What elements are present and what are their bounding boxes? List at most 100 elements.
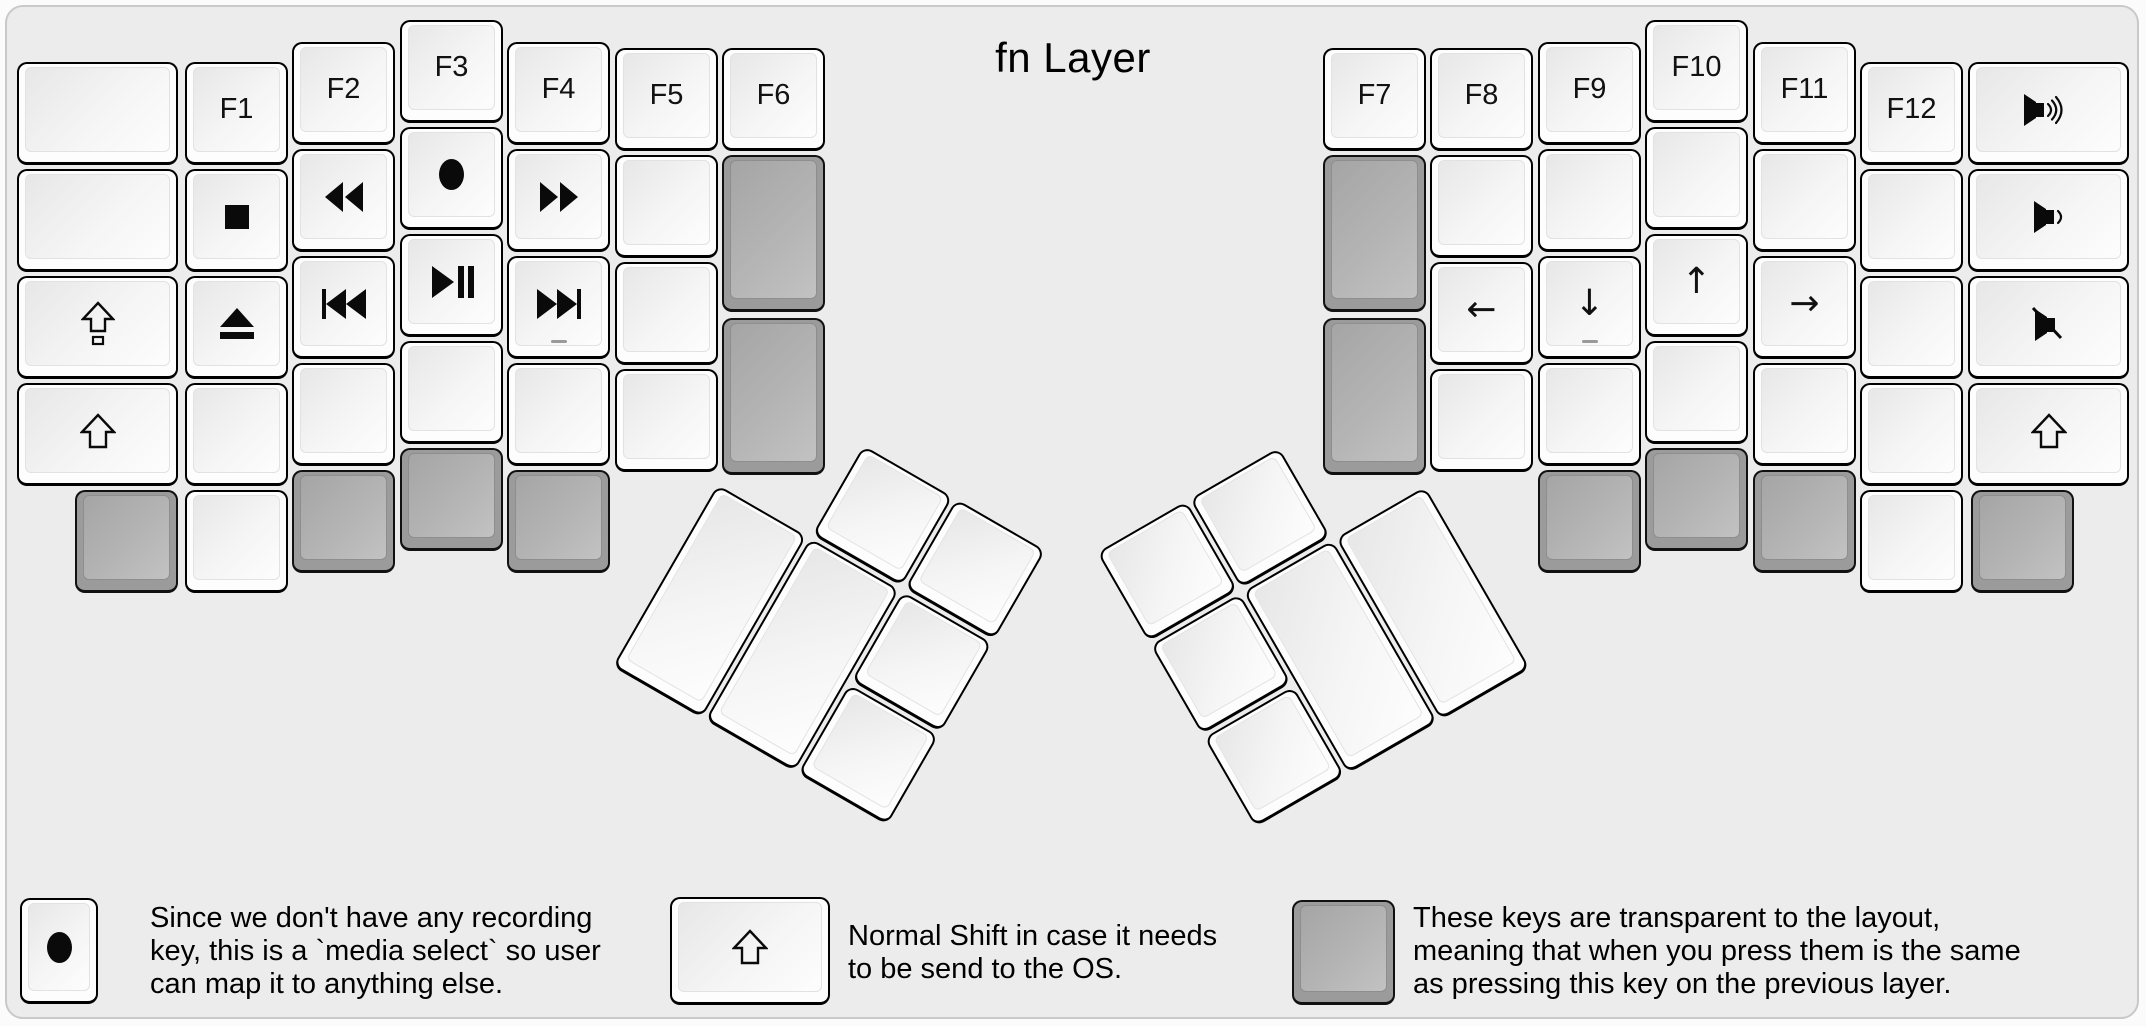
legend-line: key, this is a `media select` so user [150,935,601,967]
key-arrow-right[interactable]: → [1753,256,1856,359]
key-caps-lock[interactable] [17,276,178,379]
key-transparent[interactable] [722,318,825,475]
right-arrow-icon: → [1789,282,1820,324]
keycap-surface: F6 [730,53,817,138]
keycap-surface: ↑ [1653,239,1740,324]
key-transparent[interactable] [1645,448,1748,551]
rewind-icon [323,181,365,213]
key-rewind[interactable] [292,149,395,252]
key-f5[interactable]: F5 [615,48,718,151]
key-blank[interactable] [1753,363,1856,466]
key-f6[interactable]: F6 [722,48,825,151]
key-mute[interactable] [1968,276,2129,379]
keycap-surface [25,281,170,366]
keycap-surface [730,160,817,299]
key-blank[interactable] [1430,369,1533,472]
keycap-surface [25,67,170,152]
key-blank[interactable] [400,341,503,444]
key-label: F12 [1886,93,1937,125]
key-eject[interactable] [185,276,288,379]
keycap-surface [515,154,602,239]
keycap-surface [515,368,602,453]
record-icon [438,158,465,191]
keycap-surface [1761,475,1848,560]
key-f4[interactable]: F4 [507,42,610,145]
key-shift[interactable] [1968,383,2129,486]
key-f9[interactable]: F9 [1538,42,1641,145]
keycap-surface: ↓ [1546,261,1633,346]
key-blank[interactable] [1645,341,1748,444]
key-blank[interactable] [615,155,718,258]
key-transparent[interactable] [1323,318,1426,475]
key-blank[interactable] [1860,383,1963,486]
key-blank[interactable] [17,169,178,272]
key-transparent[interactable] [1971,490,2074,593]
keycap-surface [1653,132,1740,217]
keycap-surface [193,281,280,366]
key-blank[interactable] [507,363,610,466]
key-transparent[interactable] [292,470,395,573]
key-f8[interactable]: F8 [1430,48,1533,151]
keycap-surface [408,453,495,538]
key-fast-forward[interactable] [507,149,610,252]
key-blank[interactable] [1430,155,1533,258]
key-blank[interactable] [1860,276,1963,379]
key-blank[interactable] [1538,149,1641,252]
key-next-track[interactable] [507,256,610,359]
keycap-surface: F3 [408,25,495,110]
keycap-surface [515,261,602,346]
key-f1[interactable]: F1 [185,62,288,165]
keycap-surface: F1 [193,67,280,152]
keycap-surface [623,267,710,352]
key-record[interactable] [400,127,503,230]
keycap-surface [1868,174,1955,259]
key-stop[interactable] [185,169,288,272]
keycap-surface [193,388,280,473]
keycap-surface [28,903,90,991]
key-prev-track[interactable] [292,256,395,359]
key-blank[interactable] [185,490,288,593]
left-arrow-icon: ← [1466,288,1497,330]
key-blank[interactable] [1538,363,1641,466]
key-f11[interactable]: F11 [1753,42,1856,145]
key-arrow-down[interactable]: ↓ [1538,256,1641,359]
key-blank[interactable] [1753,149,1856,252]
key-transparent[interactable] [75,490,178,593]
key-label: F7 [1357,79,1392,111]
key-play-pause[interactable] [400,234,503,337]
key-f2[interactable]: F2 [292,42,395,145]
keycap-surface: → [1761,261,1848,346]
legend-text-shift: Normal Shift in case it needs to be send… [848,920,1217,986]
key-f7[interactable]: F7 [1323,48,1426,151]
keycap-surface [1438,374,1525,459]
key-arrow-up[interactable]: ↑ [1645,234,1748,337]
key-blank[interactable] [1860,490,1963,593]
keycap-surface [1976,174,2121,259]
key-blank[interactable] [292,363,395,466]
key-blank[interactable] [615,262,718,365]
key-volume-down[interactable] [1968,169,2129,272]
key-blank[interactable] [17,62,178,165]
key-transparent[interactable] [400,448,503,551]
keycap-surface: F11 [1761,47,1848,132]
keycap-surface [408,132,495,217]
key-transparent[interactable] [1323,155,1426,312]
key-transparent[interactable] [722,155,825,312]
key-f12[interactable]: F12 [1860,62,1963,165]
keycap-surface: F5 [623,53,710,138]
key-shift[interactable] [17,383,178,486]
key-volume-up[interactable] [1968,62,2129,165]
key-blank[interactable] [185,383,288,486]
key-blank[interactable] [1860,169,1963,272]
key-f3[interactable]: F3 [400,20,503,123]
key-f10[interactable]: F10 [1645,20,1748,123]
key-blank[interactable] [1645,127,1748,230]
key-transparent[interactable] [507,470,610,573]
key-arrow-left[interactable]: ← [1430,262,1533,365]
key-transparent[interactable] [1538,470,1641,573]
key-transparent[interactable] [1753,470,1856,573]
keycap-surface [25,174,170,259]
keycap-surface [1546,475,1633,560]
key-blank[interactable] [615,369,718,472]
